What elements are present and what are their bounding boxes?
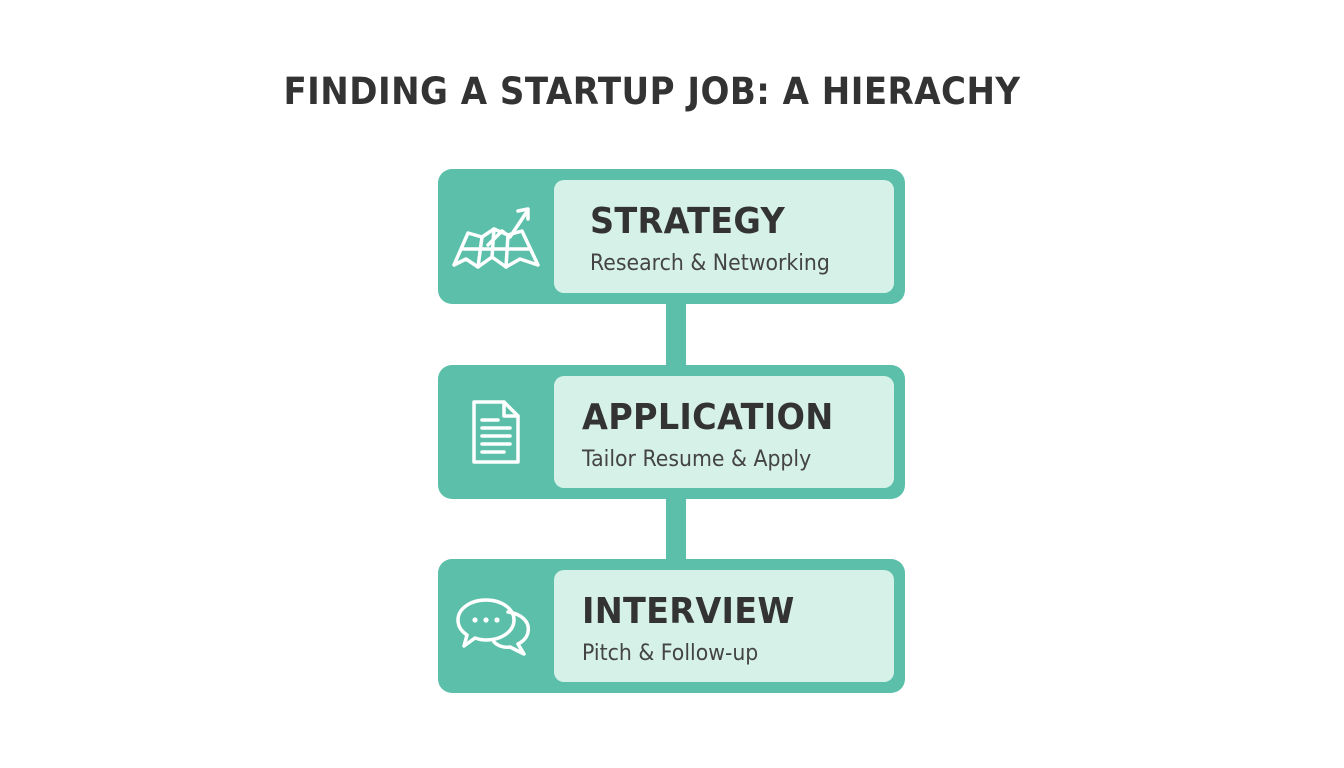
step-subtitle: Research & Networking [590, 251, 830, 276]
step-title: APPLICATION [582, 397, 834, 438]
step-subtitle: Tailor Resume & Apply [582, 447, 812, 472]
step-strategy: STRATEGY Research & Networking [438, 169, 905, 304]
document-icon [438, 365, 553, 499]
connector-line [666, 493, 686, 566]
step-panel: INTERVIEW Pitch & Follow-up [554, 570, 894, 682]
step-application: APPLICATION Tailor Resume & Apply [438, 365, 905, 499]
connector-line [666, 300, 686, 372]
step-subtitle: Pitch & Follow-up [582, 641, 759, 666]
step-title: STRATEGY [590, 201, 785, 242]
step-panel: APPLICATION Tailor Resume & Apply [554, 376, 894, 488]
step-interview: INTERVIEW Pitch & Follow-up [438, 559, 905, 693]
step-panel: STRATEGY Research & Networking [554, 180, 894, 293]
map-arrow-icon [438, 169, 553, 304]
step-title: INTERVIEW [582, 591, 795, 632]
page-title: FINDING A STARTUP JOB: A HIERACHY [283, 70, 1021, 113]
chat-bubbles-icon [438, 559, 553, 693]
